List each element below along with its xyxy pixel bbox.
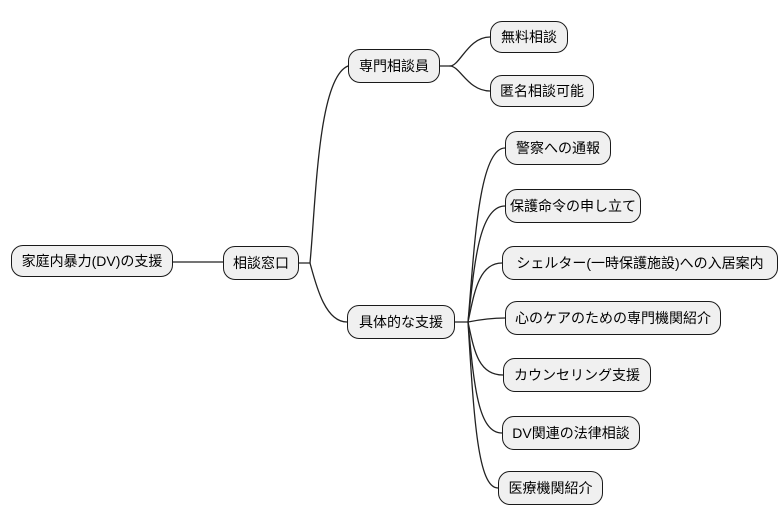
node-dv-legal-consultation: DV関連の法律相談 — [502, 416, 640, 450]
connector-concrete-to-mental — [467, 317, 506, 323]
connector-concrete-to-medical — [467, 321, 499, 489]
connector-specialist-to-free — [449, 36, 491, 67]
node-medical-referral: 医療機関紹介 — [498, 471, 603, 505]
node-shelter-guidance: シェルター(一時保護施設)への入居案内 — [502, 246, 778, 280]
node-specialist-counselors: 専門相談員 — [348, 49, 440, 83]
node-concrete-support: 具体的な支援 — [347, 305, 455, 339]
connector-concrete-to-shelter — [467, 262, 503, 323]
node-free-consultation: 無料相談 — [490, 21, 568, 53]
node-mental-care-referral: 心のケアのための専門機関紹介 — [505, 301, 721, 335]
connector-hub-to-specialist — [309, 65, 349, 264]
node-anonymous-consultation: 匿名相談可能 — [490, 75, 594, 107]
connector-concrete-to-counseling — [467, 321, 504, 376]
node-consultation-desk: 相談窓口 — [223, 246, 299, 280]
connector-hub-to-concrete — [309, 262, 348, 323]
node-dv-support-root: 家庭内暴力(DV)の支援 — [11, 245, 173, 277]
connector-specialist-to-anonymous — [449, 65, 491, 92]
node-protection-order: 保護命令の申し立て — [505, 189, 641, 223]
node-counseling-support: カウンセリング支援 — [503, 358, 651, 392]
node-police-report: 警察への通報 — [505, 131, 611, 165]
connector-concrete-to-protection — [467, 205, 506, 323]
connector-concrete-to-legal — [467, 321, 503, 434]
connector-concrete-to-police — [467, 147, 506, 323]
